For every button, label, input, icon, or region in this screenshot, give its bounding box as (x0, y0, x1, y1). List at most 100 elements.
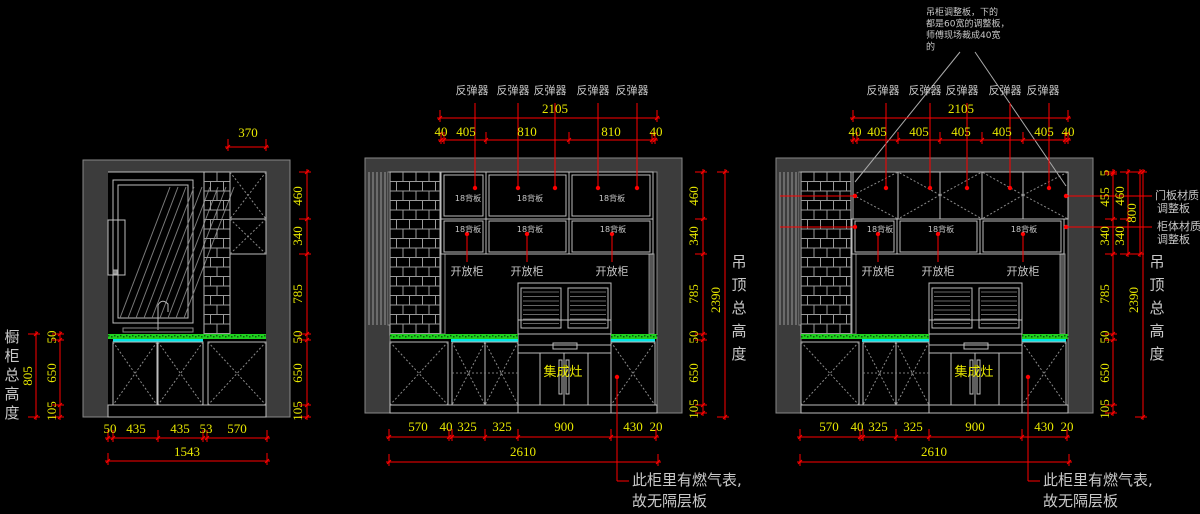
back-panel-label: 18背板 (1011, 224, 1037, 234)
countertop-speckle (1028, 335, 1030, 337)
cabinet-total-height-dimension-tick (33, 414, 39, 420)
gas-meter-note: 故无隔层板 (1043, 492, 1118, 510)
countertop-speckle (111, 336, 113, 338)
note-leader-line (854, 51, 961, 183)
countertop-speckle (162, 335, 164, 337)
countertop-speckle (492, 335, 494, 337)
width-dimension-tick (1019, 434, 1025, 440)
side-panel (440, 253, 446, 335)
ceiling-total-height-label: 度 (1149, 345, 1164, 363)
leader-dot (964, 185, 970, 191)
countertop-speckle (617, 336, 619, 338)
height-dimension-value: 800 (1124, 203, 1139, 223)
height-dimension-tick (1110, 410, 1116, 416)
countertop-speckle (516, 335, 518, 337)
width-dimension-value: 435 (170, 421, 190, 436)
plinth (800, 404, 930, 414)
countertop-speckle (513, 336, 515, 338)
height-dimension-tick (1110, 402, 1116, 408)
height-dimension-tick (1125, 169, 1131, 175)
reflector-label: 反弹器 (909, 83, 942, 97)
height-dimension-value: 5 (1097, 170, 1112, 177)
cabinet-height-dimension-value: 50 (44, 331, 59, 344)
upper-width-dimension-tick (1020, 137, 1026, 143)
cabinet-height-dimension-value: 105 (44, 401, 59, 421)
overall-width-dimension-value: 2610 (921, 444, 947, 459)
countertop-speckle (918, 335, 920, 337)
countertop-speckle (456, 335, 458, 337)
countertop-speckle (876, 335, 878, 337)
countertop-speckle (647, 336, 649, 338)
cabinet-total-height-label: 高 (4, 385, 19, 403)
countertop-speckle (420, 335, 422, 337)
countertop-speckle (156, 335, 158, 337)
countertop-speckle (426, 335, 428, 337)
countertop-speckle (879, 336, 881, 338)
countertop-speckle (1061, 336, 1063, 338)
height-dimension-value: 785 (686, 284, 701, 304)
stove-label: 集成灶 (543, 364, 582, 380)
height-dimension-tick (304, 331, 310, 337)
height-dimension-tick (304, 402, 310, 408)
countertop-speckle (462, 335, 464, 337)
countertop-speckle (234, 335, 236, 337)
width-dimension-tick (653, 434, 659, 440)
countertop-speckle (632, 335, 634, 337)
countertop-speckle (614, 335, 616, 337)
countertop-speckle (150, 335, 152, 337)
door-swing-line (897, 171, 941, 196)
countertop-speckle (123, 336, 125, 338)
countertop-speckle (147, 336, 149, 338)
width-dimension-tick (893, 434, 899, 440)
countertop-speckle (249, 336, 251, 338)
height-dimension-value: 340 (290, 226, 305, 246)
countertop-speckle (192, 335, 194, 337)
height-dimension-tick (700, 337, 706, 343)
countertop-speckle (261, 336, 263, 338)
width-dimension-value: 53 (200, 421, 213, 436)
ceiling-height-dimension-tick (722, 414, 728, 420)
countertop-speckle (507, 336, 509, 338)
countertop-speckle (180, 335, 182, 337)
width-dimension-value: 40 (440, 419, 453, 434)
countertop-speckle (126, 335, 128, 337)
countertop-speckle (414, 335, 416, 337)
countertop-speckle (924, 335, 926, 337)
base-cabinet-door-diagonal (610, 341, 656, 406)
countertop-speckle (1046, 335, 1048, 337)
glass-hatch (183, 186, 235, 319)
countertop-speckle (168, 335, 170, 337)
leader-dot (552, 185, 558, 191)
countertop-speckle (186, 335, 188, 337)
height-dimension-value: 460 (686, 186, 701, 206)
height-dimension-value: 50 (290, 331, 305, 344)
cabinet-total-height-label: 橱 (4, 328, 19, 346)
door-swing-line (897, 194, 941, 220)
countertop-speckle (474, 335, 476, 337)
countertop-speckle (471, 336, 473, 338)
leader-dot (1046, 185, 1052, 191)
glass-hatch (143, 186, 195, 319)
height-dimension-value: 460 (290, 186, 305, 206)
ceiling-total-height-label: 吊 (1149, 253, 1164, 271)
height-dimension-tick (1110, 171, 1116, 177)
countertop-speckle (1022, 335, 1024, 337)
width-dimension-tick (110, 435, 116, 441)
countertop-speckle (894, 335, 896, 337)
wall-opening (108, 172, 266, 417)
countertop-speckle (210, 335, 212, 337)
width-dimension-value: 20 (1061, 419, 1074, 434)
countertop-speckle (819, 336, 821, 338)
countertop-speckle (258, 335, 260, 337)
water-heater (107, 219, 126, 276)
door-swing-line (939, 171, 983, 196)
countertop-speckle (885, 336, 887, 338)
countertop-speckle (873, 336, 875, 338)
upper-cabinet-door (939, 171, 983, 220)
width-dimension-tick (449, 434, 455, 440)
leader-dot (927, 185, 933, 191)
upper-cabinet-door-diagonal (229, 171, 267, 220)
back-panel-label: 18背板 (517, 224, 543, 234)
countertop-speckle (171, 336, 173, 338)
